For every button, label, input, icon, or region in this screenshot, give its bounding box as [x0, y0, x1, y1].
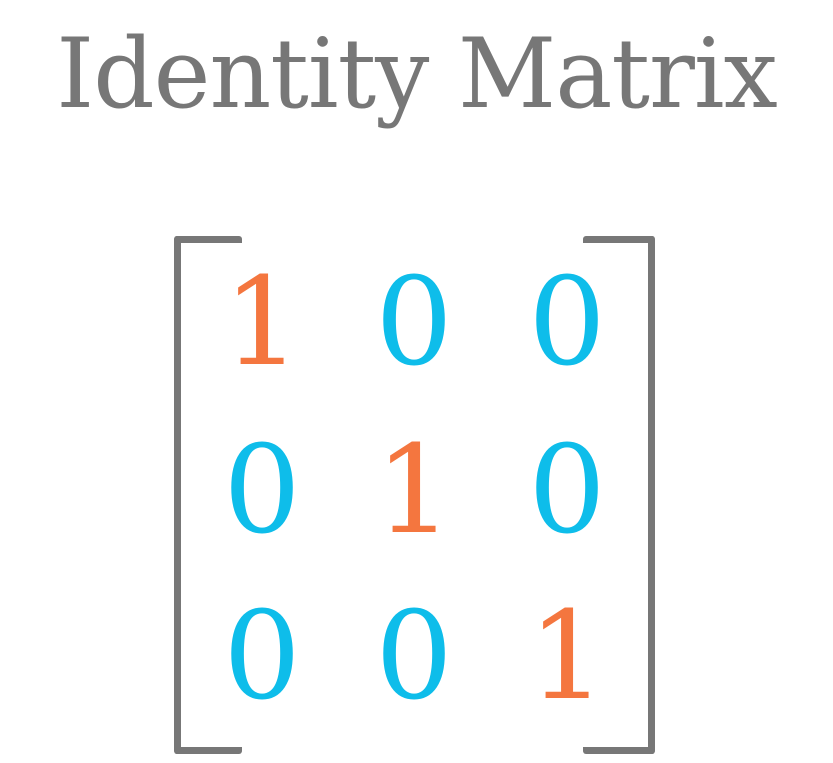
left-bracket	[174, 236, 242, 754]
matrix-cell-r3-c1: 0	[223, 585, 301, 727]
matrix-cell-r1-c3: 0	[528, 251, 606, 393]
matrix-cell-r1-c2: 0	[375, 251, 453, 393]
matrix-cell-r2-c3: 0	[528, 419, 606, 561]
matrix-cell-r1-c1: 1	[223, 251, 301, 393]
matrix-cell-r3-c3: 1	[528, 585, 606, 727]
diagram-title: Identity Matrix	[56, 18, 777, 130]
matrix-cell-r3-c2: 0	[375, 585, 453, 727]
matrix-cell-r2-c1: 0	[223, 419, 301, 561]
right-bracket	[583, 236, 655, 754]
matrix-cell-r2-c2: 1	[375, 419, 453, 561]
